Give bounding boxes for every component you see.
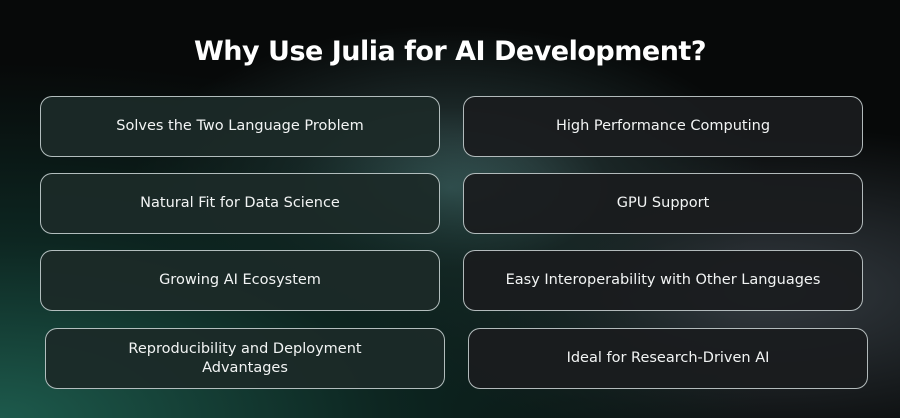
- card-reproducibility: Reproducibility and Deployment Advantage…: [45, 328, 445, 389]
- card-two-language-problem: Solves the Two Language Problem: [40, 96, 440, 157]
- card-high-performance: High Performance Computing: [463, 96, 863, 157]
- card-ai-ecosystem: Growing AI Ecosystem: [40, 250, 440, 311]
- card-research-driven: Ideal for Research-Driven AI: [468, 328, 868, 389]
- card-gpu-support: GPU Support: [463, 173, 863, 234]
- card-interoperability: Easy Interoperability with Other Languag…: [463, 250, 863, 311]
- page-title: Why Use Julia for AI Development?: [194, 36, 706, 67]
- card-data-science: Natural Fit for Data Science: [40, 173, 440, 234]
